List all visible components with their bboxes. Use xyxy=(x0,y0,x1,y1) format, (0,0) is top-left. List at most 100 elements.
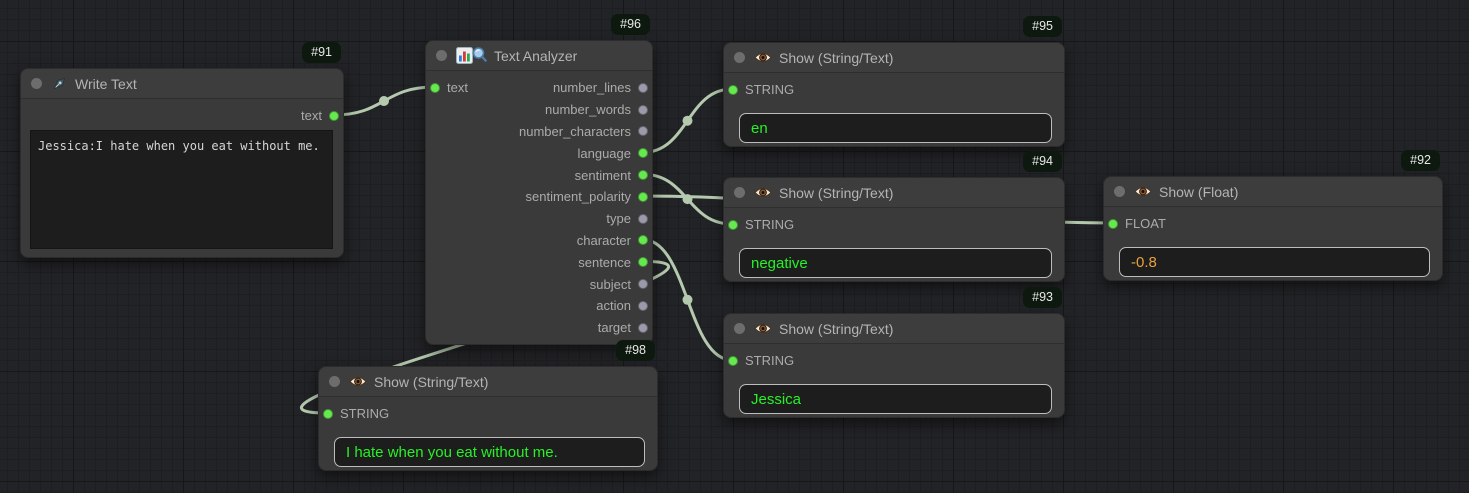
output-port[interactable] xyxy=(638,191,648,202)
output-slot-label: sentiment xyxy=(574,167,631,183)
slots: text xyxy=(21,105,343,127)
input-port[interactable] xyxy=(1108,218,1118,229)
connection-wire[interactable] xyxy=(642,238,733,362)
node-header[interactable]: Show (String/Text) xyxy=(319,367,657,397)
output-slot-label: character xyxy=(576,232,631,248)
value-display-box[interactable]: negative xyxy=(739,248,1052,278)
slot-row: STRING xyxy=(724,350,1064,372)
slot-row: STRING xyxy=(724,79,1064,101)
slot-row: sentence xyxy=(426,251,652,273)
eye-icon xyxy=(754,322,772,335)
eye-icon xyxy=(754,51,772,64)
slots: STRING xyxy=(724,79,1064,101)
slot-row: number_characters xyxy=(426,121,652,143)
connection-wire[interactable] xyxy=(333,85,435,117)
output-port[interactable] xyxy=(329,110,339,121)
output-slot-label: target xyxy=(597,320,631,336)
output-slot-label: number_characters xyxy=(519,123,631,139)
slot-row: sentiment xyxy=(426,164,652,186)
value-display-box[interactable]: I hate when you eat without me. xyxy=(334,437,645,467)
output-port[interactable] xyxy=(638,235,648,246)
output-port[interactable] xyxy=(638,148,648,159)
node-header[interactable]: Write Text xyxy=(21,69,343,99)
text-input[interactable]: Jessica:I hate when you eat without me. xyxy=(30,130,333,249)
node-id-badge: #94 xyxy=(1023,151,1062,172)
slot-row: sentiment_polarity xyxy=(426,186,652,208)
node-id-badge: #96 xyxy=(611,14,650,35)
collapse-toggle-dot[interactable] xyxy=(31,78,42,89)
output-slot-label: text xyxy=(301,108,322,124)
pen-icon xyxy=(51,75,68,92)
slots: STRING xyxy=(724,350,1064,372)
input-slot-label: FLOAT xyxy=(1125,216,1166,232)
output-port[interactable] xyxy=(638,322,648,333)
node-id-badge: #91 xyxy=(302,42,341,63)
collapse-toggle-dot[interactable] xyxy=(734,187,745,198)
input-port[interactable] xyxy=(728,219,738,230)
node-id-badge: #92 xyxy=(1401,150,1440,171)
value-display-box[interactable]: en xyxy=(739,113,1052,143)
output-port[interactable] xyxy=(638,213,648,224)
slot-row: language xyxy=(426,142,652,164)
node-title: Write Text xyxy=(75,75,137,92)
eye-icon xyxy=(349,375,367,388)
input-slot-label: STRING xyxy=(745,82,795,98)
value-display-box[interactable]: -0.8 xyxy=(1119,247,1430,277)
output-port[interactable] xyxy=(638,300,648,311)
node-header[interactable]: Show (String/Text) xyxy=(724,178,1064,208)
output-slot-label: sentence xyxy=(578,254,631,270)
collapse-toggle-dot[interactable] xyxy=(1114,186,1125,197)
slot-row: STRING xyxy=(319,403,657,425)
input-port[interactable] xyxy=(323,408,333,419)
slot-row: subject xyxy=(426,273,652,295)
collapse-toggle-dot[interactable] xyxy=(329,376,340,387)
node-title: Text Analyzer xyxy=(494,47,578,64)
collapse-toggle-dot[interactable] xyxy=(436,50,447,61)
output-port[interactable] xyxy=(638,104,648,115)
output-slot-label: number_lines xyxy=(552,80,631,96)
input-slot-label: text xyxy=(447,80,468,96)
node-title: Show (String/Text) xyxy=(779,320,894,337)
output-slot-label: type xyxy=(606,211,631,227)
output-port[interactable] xyxy=(638,126,648,137)
input-port[interactable] xyxy=(728,84,738,95)
analyzer-icon xyxy=(456,46,487,65)
output-port[interactable] xyxy=(638,257,648,268)
node-header[interactable]: Show (String/Text) xyxy=(724,43,1064,73)
connection-wire[interactable] xyxy=(642,87,733,154)
input-port[interactable] xyxy=(728,355,738,366)
node-header[interactable]: Text Analyzer xyxy=(426,41,652,71)
node-id-badge: #95 xyxy=(1023,16,1062,37)
eye-icon xyxy=(1134,185,1152,198)
value-text: Jessica xyxy=(751,390,802,408)
slot-row: FLOAT xyxy=(1104,213,1442,235)
input-slot-label: STRING xyxy=(745,353,795,369)
node-header[interactable]: Show (String/Text) xyxy=(724,314,1064,344)
slot-row: target xyxy=(426,317,652,339)
eye-icon xyxy=(754,186,772,199)
value-text: -0.8 xyxy=(1131,253,1157,271)
node-id-badge: #93 xyxy=(1023,287,1062,308)
output-port[interactable] xyxy=(638,279,648,290)
collapse-toggle-dot[interactable] xyxy=(734,52,745,63)
slot-row: type xyxy=(426,208,652,230)
slots: STRING xyxy=(724,214,1064,236)
collapse-toggle-dot[interactable] xyxy=(734,323,745,334)
slot-row: character xyxy=(426,230,652,252)
output-port[interactable] xyxy=(638,82,648,93)
value-display-box[interactable]: Jessica xyxy=(739,384,1052,414)
input-port[interactable] xyxy=(430,82,440,93)
output-port[interactable] xyxy=(638,170,648,181)
input-slot-label: STRING xyxy=(340,406,390,422)
slots: FLOAT xyxy=(1104,213,1442,235)
node-header[interactable]: Show (Float) xyxy=(1104,177,1442,207)
